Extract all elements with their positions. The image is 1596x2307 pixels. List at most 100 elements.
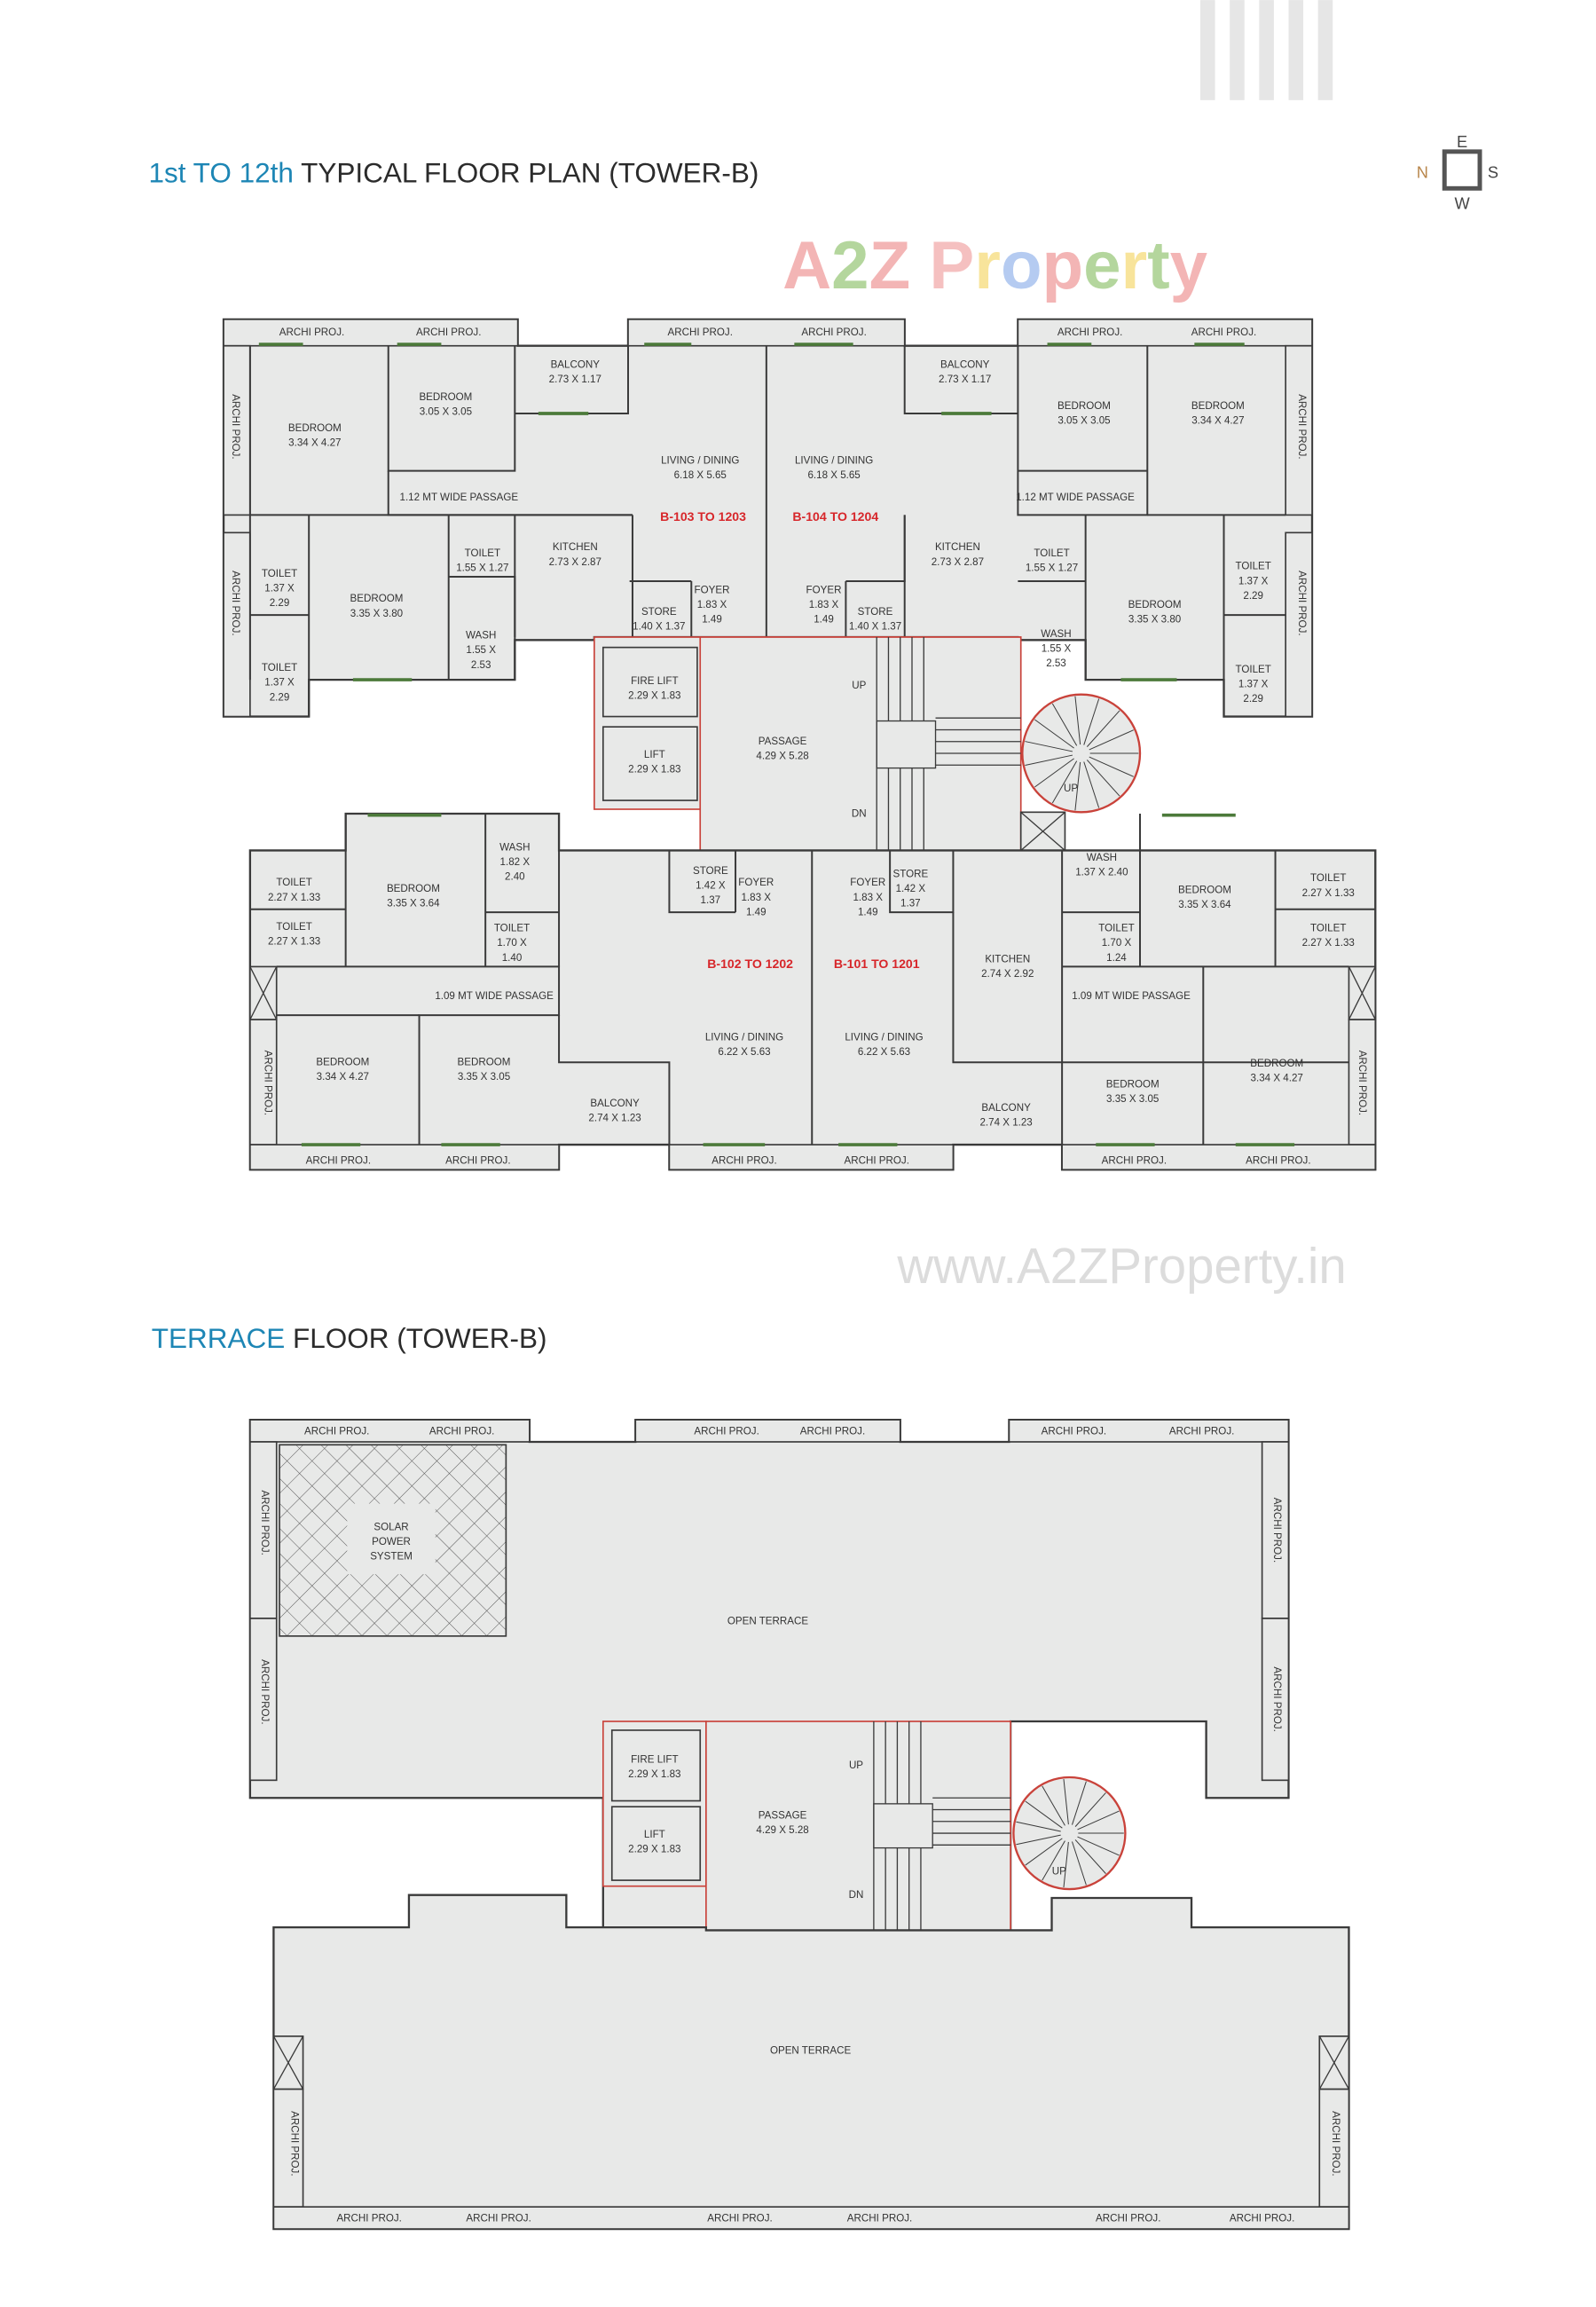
label-line: 2.29 X 1.83 xyxy=(628,1768,680,1780)
label-line: ARCHI PROJ. xyxy=(230,571,241,635)
room-label-up: UP xyxy=(1064,783,1078,794)
label-line: DN xyxy=(852,807,867,819)
room-label-archi-proj: ARCHI PROJ. xyxy=(336,2213,401,2224)
watermark-letter: t xyxy=(1147,228,1169,303)
label-line: 1.37 xyxy=(701,894,721,906)
label-line: SOLAR xyxy=(373,1521,408,1532)
label-line: FIRE LIFT xyxy=(631,1753,678,1765)
label-line: ARCHI PROJ. xyxy=(1271,1498,1283,1563)
staircase xyxy=(876,637,1021,851)
label-line: 3.35 X 3.05 xyxy=(458,1071,510,1083)
room-label-archi-proj: ARCHI PROJ. xyxy=(306,1155,371,1167)
room-label-1-09-mt-wide-passage: 1.09 MT WIDE PASSAGE xyxy=(1072,990,1191,1002)
label-line: 6.18 X 5.65 xyxy=(674,469,727,481)
label-line: ARCHI PROJ. xyxy=(1330,2111,1341,2176)
label-line: 3.05 X 3.05 xyxy=(1057,415,1110,427)
title-accent: 1st TO 12th xyxy=(148,157,293,189)
label-line: 1.37 xyxy=(900,897,921,909)
label-line: 4.29 X 5.28 xyxy=(756,1824,808,1836)
label-line: ARCHI PROJ. xyxy=(279,327,344,338)
label-line: 1.37 X xyxy=(1238,678,1269,689)
label-line: BEDROOM xyxy=(316,1057,369,1068)
room-label-open-terrace: OPEN TERRACE xyxy=(770,2045,852,2057)
label-line: TOILET xyxy=(276,877,311,888)
room-label-bedroom: BEDROOM 3.05 X 3.05 xyxy=(1057,400,1111,427)
label-line: ARCHI PROJ. xyxy=(336,2213,401,2224)
room-label-archi-proj: ARCHI PROJ. xyxy=(1271,1498,1283,1563)
compass-icon: E W N S xyxy=(1417,132,1498,213)
label-line: TOILET xyxy=(1235,664,1270,675)
label-line: 2.73 X 1.17 xyxy=(939,374,991,385)
room-label-dn: DN xyxy=(852,807,867,819)
stair-tread xyxy=(1074,761,1081,811)
label-line: TOILET xyxy=(1034,547,1069,559)
stair-tread xyxy=(1063,1841,1069,1888)
label-line: TOILET xyxy=(1310,872,1346,884)
room-label-archi-proj: ARCHI PROJ. xyxy=(1096,2213,1160,2224)
stair-tread xyxy=(1042,1840,1065,1881)
stair-tread xyxy=(1089,756,1134,777)
watermark-letter: Z xyxy=(869,228,911,303)
label-line: 3.34 X 4.27 xyxy=(1191,415,1244,427)
label-line: ARCHI PROJ. xyxy=(259,1490,271,1555)
watermark-letter: y xyxy=(1170,228,1207,303)
label-line: 2.40 xyxy=(505,871,525,883)
label-line: ARCHI PROJ. xyxy=(847,2213,912,2224)
title-accent: TERRACE xyxy=(152,1322,286,1354)
stair-tread xyxy=(1083,698,1100,745)
title-rest: FLOOR (TOWER-B) xyxy=(285,1322,546,1354)
label-line: TOILET xyxy=(1235,561,1270,572)
room-label-archi-proj: ARCHI PROJ. xyxy=(1191,327,1256,338)
room-label-archi-proj: ARCHI PROJ. xyxy=(847,2213,912,2224)
label-line: 1.55 X 1.27 xyxy=(456,562,508,573)
label-line: 1.40 X 1.37 xyxy=(849,621,901,633)
label-line: 2.29 xyxy=(270,597,290,609)
label-line: 3.35 X 3.64 xyxy=(387,897,440,909)
label-line: BEDROOM xyxy=(1057,400,1111,412)
room-label-archi-proj: ARCHI PROJ. xyxy=(1102,1155,1167,1167)
room-label-1-09-mt-wide-passage: 1.09 MT WIDE PASSAGE xyxy=(435,990,554,1002)
stair-tread xyxy=(1072,1781,1087,1825)
stair-tread xyxy=(1086,710,1120,747)
label-line: LIVING / DINING xyxy=(845,1031,923,1043)
room-label-open-terrace: OPEN TERRACE xyxy=(727,1616,809,1627)
room-label-archi-proj: ARCHI PROJ. xyxy=(694,1426,759,1437)
label-line: TOILET xyxy=(276,921,311,933)
label-line: STORE xyxy=(858,606,893,618)
room-label-up: UP xyxy=(849,1760,863,1771)
stair-tread xyxy=(1086,760,1120,797)
label-line: 1.83 X xyxy=(853,892,883,903)
label-line: FOYER xyxy=(850,877,885,888)
label-line: 2.74 X 2.92 xyxy=(981,968,1034,980)
label-line: 1.42 X xyxy=(896,883,926,894)
label-line: 1.40 X 1.37 xyxy=(633,621,685,633)
label-line: ARCHI PROJ. xyxy=(1296,394,1308,459)
label-line: ARCHI PROJ. xyxy=(1042,1426,1106,1437)
watermark-letter: e xyxy=(1083,228,1120,303)
label-line: ARCHI PROJ. xyxy=(801,327,866,338)
label-line: ARCHI PROJ. xyxy=(230,394,241,459)
typical-floor-title: 1st TO 12th TYPICAL FLOOR PLAN (TOWER-B) xyxy=(148,157,759,189)
label-line: ARCHI PROJ. xyxy=(1191,327,1256,338)
label-line: 3.35 X 3.64 xyxy=(1178,899,1231,910)
stair-tread xyxy=(1063,1778,1069,1825)
label-line: 1.82 X xyxy=(500,856,531,868)
